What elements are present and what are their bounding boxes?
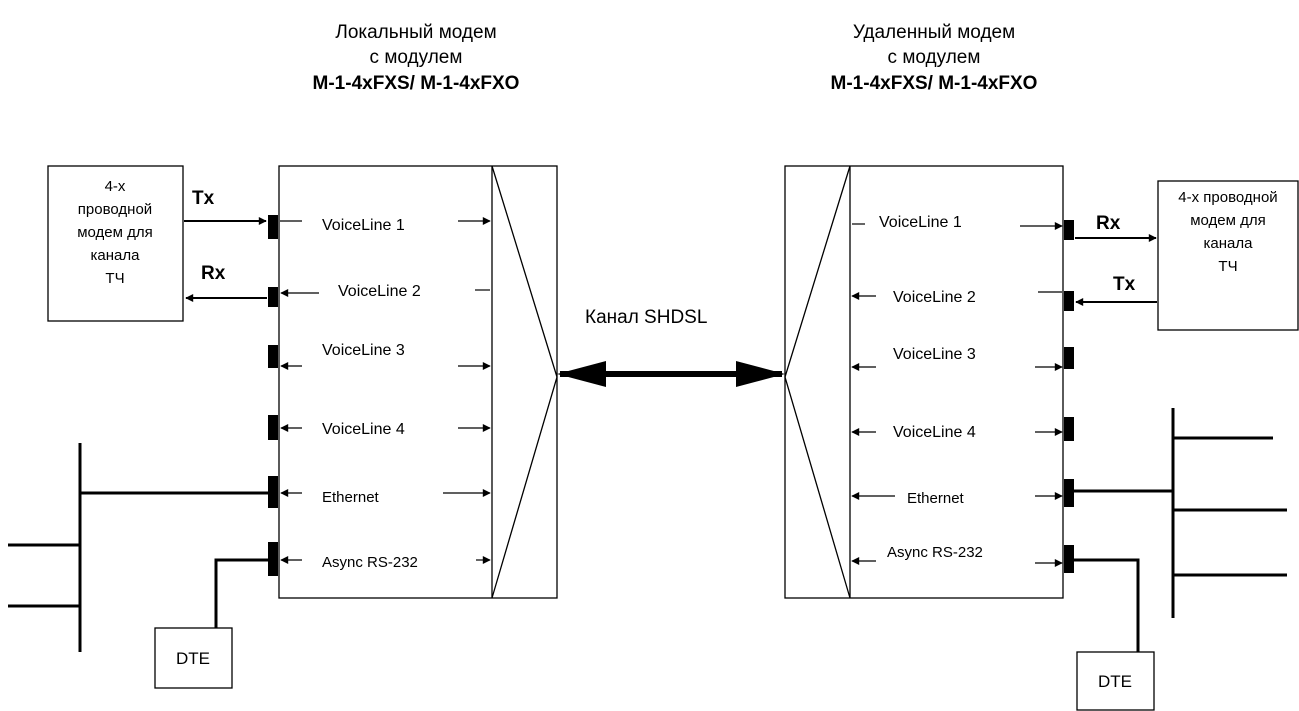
- local-modem-box-line-4: канала: [91, 247, 141, 264]
- shdsl-channel-label: Канал SHDSL: [585, 307, 707, 328]
- local-ethernet-bus: [8, 443, 268, 652]
- local-dte-box: [154, 627, 233, 689]
- remote-ethernet-bus: [1074, 408, 1287, 618]
- local-title-line-2: с модулем: [370, 47, 463, 68]
- local-voiceline-2-label: VoiceLine 2: [338, 283, 421, 300]
- local-ethernet-label: Ethernet: [322, 489, 380, 506]
- remote-ethernet-label: Ethernet: [907, 490, 965, 507]
- remote-4wire-modem-box: [1157, 180, 1299, 331]
- local-modem-box-line-1: 4-х: [105, 178, 126, 195]
- local-voiceline-3-label: VoiceLine 3: [322, 342, 405, 359]
- local-modem-box-line-3: модем для: [77, 224, 153, 241]
- local-dte-label: DTE: [176, 649, 210, 668]
- remote-rs232-label: Async RS-232: [887, 544, 983, 561]
- local-voiceline-1-label: VoiceLine 1: [322, 217, 405, 234]
- remote-title-line-1: Удаленный модем: [853, 22, 1015, 43]
- remote-internal-arrows: [851, 222, 1063, 567]
- remote-dte-cable: [1074, 558, 1140, 652]
- remote-dte-box: [1076, 651, 1155, 711]
- local-internal-arrows: [280, 217, 491, 564]
- local-rx-label: Rx: [201, 263, 226, 284]
- remote-tx-label: Tx: [1113, 274, 1136, 295]
- local-modem-block: [278, 165, 558, 599]
- remote-voiceline-4-label: VoiceLine 4: [893, 424, 976, 441]
- local-4wire-modem-box: [47, 165, 184, 322]
- local-dte-cable: [214, 558, 268, 628]
- remote-ports: [1064, 220, 1074, 573]
- remote-voiceline-2-label: VoiceLine 2: [893, 289, 976, 306]
- remote-modem-box-line-2: модем для: [1190, 212, 1266, 229]
- shdsl-arrow-right: [736, 361, 785, 387]
- local-modem-box-line-5: ТЧ: [105, 270, 124, 287]
- remote-module-name: M-1-4xFXS/ M-1-4xFXO: [831, 73, 1038, 94]
- remote-modem-box-line-4: ТЧ: [1218, 258, 1237, 275]
- remote-dte-label: DTE: [1098, 672, 1132, 691]
- local-modem-box-line-2: проводной: [78, 201, 152, 218]
- local-tx-label: Tx: [192, 188, 215, 209]
- local-rs232-label: Async RS-232: [322, 554, 418, 571]
- local-voiceline-4-label: VoiceLine 4: [322, 421, 405, 438]
- local-ports: [268, 215, 278, 576]
- remote-voiceline-3-label: VoiceLine 3: [893, 346, 976, 363]
- remote-modem-block: [784, 165, 1064, 599]
- remote-modem-box-line-3: канала: [1204, 235, 1254, 252]
- local-module-name: M-1-4xFXS/ M-1-4xFXO: [313, 73, 520, 94]
- shdsl-arrow-left: [557, 361, 606, 387]
- remote-voiceline-1-label: VoiceLine 1: [879, 214, 962, 231]
- remote-rx-label: Rx: [1096, 213, 1121, 234]
- remote-modem-box-line-1: 4-х проводной: [1178, 189, 1277, 206]
- local-title-line-1: Локальный модем: [335, 22, 496, 43]
- remote-title-line-2: с модулем: [888, 47, 981, 68]
